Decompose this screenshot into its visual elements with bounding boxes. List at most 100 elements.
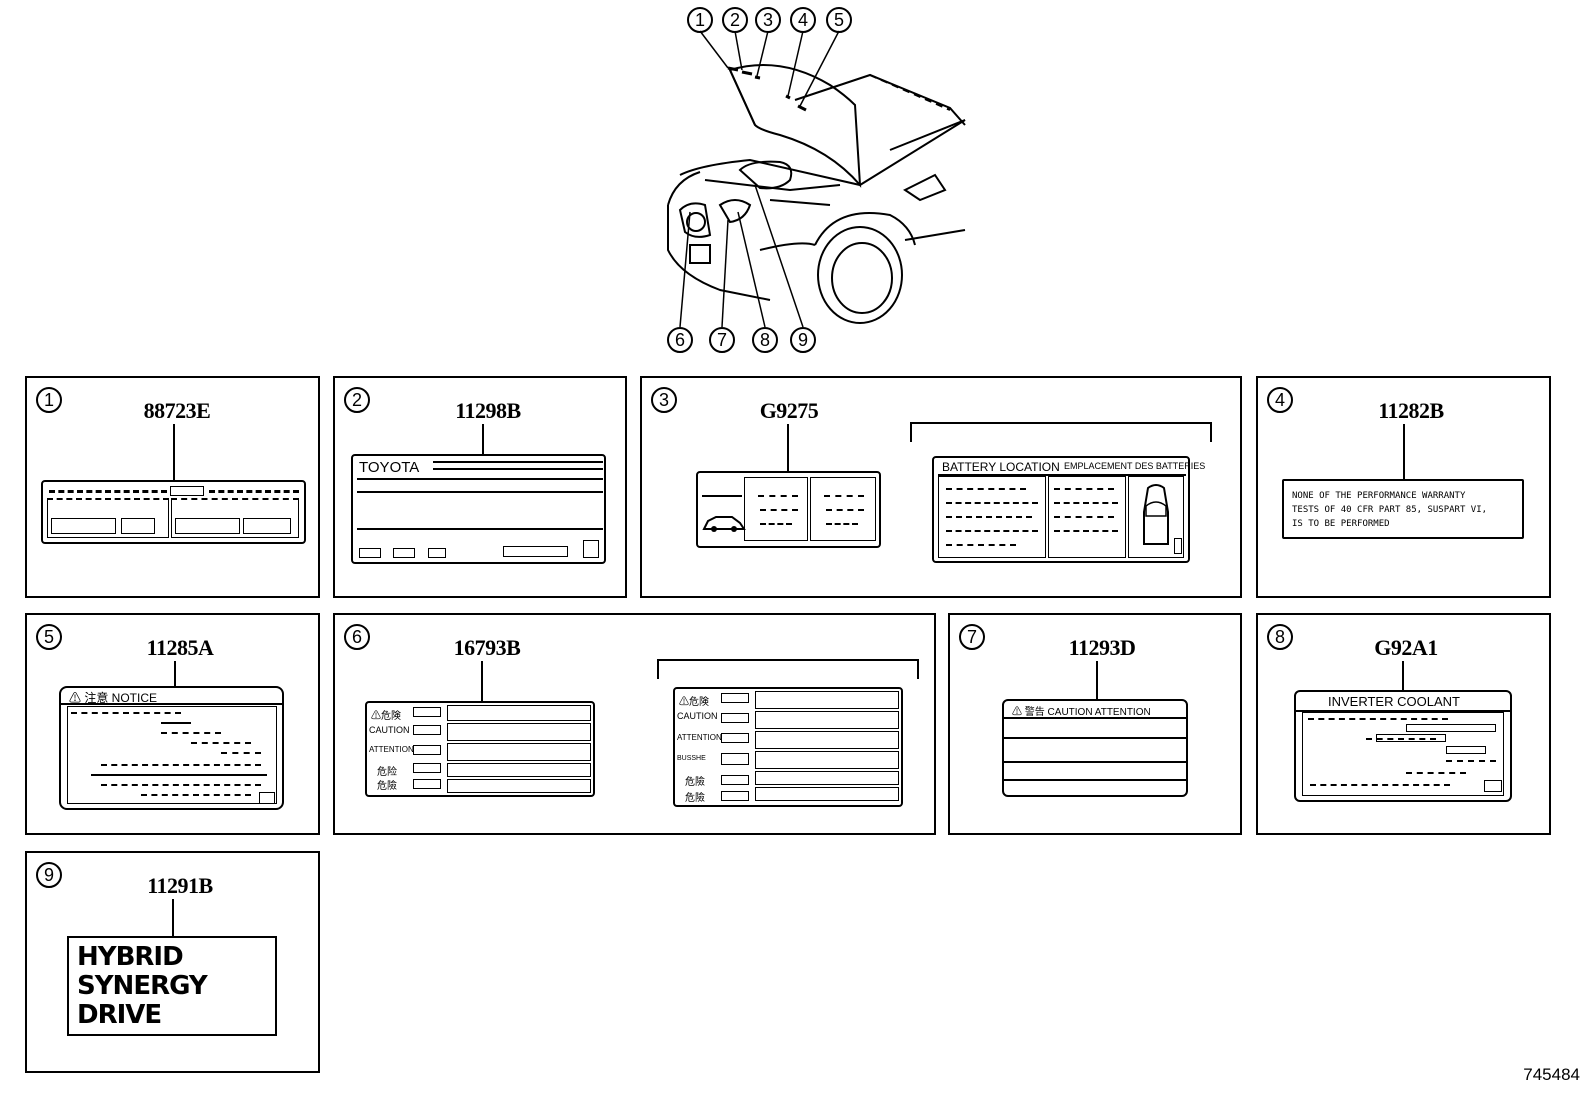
text-line	[1310, 784, 1450, 786]
text-area	[447, 763, 591, 777]
field-box	[175, 518, 240, 534]
rule	[1004, 737, 1186, 739]
text-line	[221, 752, 261, 754]
label-line: IS TO BE PERFORMED	[1292, 519, 1390, 529]
text-area	[755, 787, 899, 801]
label-G92A1: INVERTER COOLANT	[1294, 690, 1512, 802]
label-title: ⚠ 注意 NOTICE	[69, 691, 158, 705]
left-section	[47, 498, 169, 538]
rule	[1004, 761, 1186, 763]
text-line	[209, 490, 299, 493]
text-line	[191, 742, 251, 744]
text-block	[170, 486, 204, 496]
section	[744, 477, 808, 541]
field-box	[503, 546, 568, 557]
rule	[433, 461, 603, 463]
leader-line	[174, 661, 176, 689]
text-line	[760, 523, 792, 525]
field-box	[583, 540, 599, 558]
label-subtitle: EMPLACEMENT DES BATTERIES	[1064, 461, 1206, 471]
text-line	[826, 523, 858, 525]
field-box	[259, 792, 275, 804]
field-box	[428, 548, 446, 558]
leader-line	[172, 899, 174, 937]
text-block	[1376, 734, 1446, 742]
field-box	[721, 791, 749, 801]
leader-line	[481, 661, 483, 703]
text-line	[101, 784, 261, 786]
callout-7-number: 7	[716, 329, 727, 350]
label-title: TOYOTA	[359, 459, 420, 476]
label-line: NONE OF THE PERFORMANCE WARRANTY	[1292, 491, 1466, 501]
callout-8-number: 8	[759, 329, 770, 350]
callout-8: 8	[752, 327, 778, 353]
callout-3-number: 3	[762, 9, 773, 30]
panel-number: 5	[36, 624, 62, 650]
text-line	[758, 495, 798, 497]
field-box	[393, 548, 415, 558]
panel-1: 1 88723E	[25, 376, 320, 598]
leader-line	[1402, 661, 1404, 691]
text-area	[447, 723, 591, 741]
text-line	[946, 530, 1038, 532]
label-line: HYBRID	[77, 942, 184, 972]
row-label: 危險	[685, 793, 705, 804]
callout-2: 2	[722, 7, 748, 33]
text-line	[49, 490, 167, 493]
text-line	[1054, 530, 1118, 532]
panel-9: 9 11291B HYBRID SYNERGY DRIVE	[25, 851, 320, 1073]
part-code: 11282B	[1378, 398, 1444, 423]
panel-3: 3 G9275 BATTERY LOCATION EMPLACEMENT DES…	[640, 376, 1242, 598]
vehicle-overview-illustration	[667, 30, 966, 328]
field-box	[121, 518, 155, 534]
text-line	[946, 488, 1026, 490]
alt-bracket	[910, 422, 1212, 442]
label-title: INVERTER COOLANT	[1328, 694, 1460, 709]
text-block	[1406, 724, 1496, 732]
text-area	[755, 731, 899, 749]
field-box	[413, 745, 441, 755]
callout-4: 4	[790, 7, 816, 33]
text-line	[1054, 488, 1114, 490]
vehicle-icon	[702, 516, 746, 532]
text-line	[71, 712, 181, 714]
rule	[433, 468, 603, 470]
field-box	[1484, 780, 1502, 792]
rule	[1296, 710, 1510, 712]
leader-line	[787, 424, 789, 472]
callout-4-number: 4	[797, 9, 808, 30]
callout-1-number: 1	[694, 9, 705, 30]
row-label: 危险	[377, 767, 397, 778]
callout-5-number: 5	[833, 9, 844, 30]
label-11285A: ⚠ 注意 NOTICE	[59, 686, 284, 810]
part-code: 11293D	[1068, 635, 1136, 660]
label-title: ⚠ 警告 CAUTION ATTENTION	[1012, 707, 1151, 718]
part-code: 11285A	[146, 635, 214, 660]
row-label: ATTENTION	[677, 733, 722, 742]
panel-number: 2	[344, 387, 370, 413]
alt-bracket	[657, 659, 919, 679]
field-box	[413, 779, 441, 789]
field-box	[721, 733, 749, 743]
figure-id: 745484	[1523, 1065, 1580, 1084]
section	[938, 476, 1046, 558]
text-area	[755, 691, 899, 709]
leader-line	[1096, 661, 1098, 701]
rule	[702, 495, 742, 497]
row-label: ATTENTION	[369, 745, 414, 754]
row-label: ⚠危険	[371, 711, 401, 722]
text-line	[1054, 516, 1114, 518]
label-11298B: TOYOTA	[351, 454, 606, 564]
label-G9275-alt: BATTERY LOCATION EMPLACEMENT DES BATTERI…	[932, 456, 1205, 563]
text-line	[91, 774, 267, 776]
panel-6: 6 16793B ⚠危険 CAUTION ATTENTION 危险 危險 ⚠危険…	[333, 613, 936, 835]
label-16793B-alt: ⚠危険 CAUTION ATTENTION BUSSHE 危險 危險	[673, 687, 903, 807]
field-box	[359, 548, 381, 558]
callout-2-number: 2	[729, 9, 740, 30]
text-line	[1308, 718, 1448, 720]
panel-number: 6	[344, 624, 370, 650]
row-label: CAUTION	[369, 725, 410, 735]
row-label: BUSSHE	[677, 755, 706, 762]
text-area	[447, 743, 591, 761]
row-label: 危險	[685, 777, 705, 788]
